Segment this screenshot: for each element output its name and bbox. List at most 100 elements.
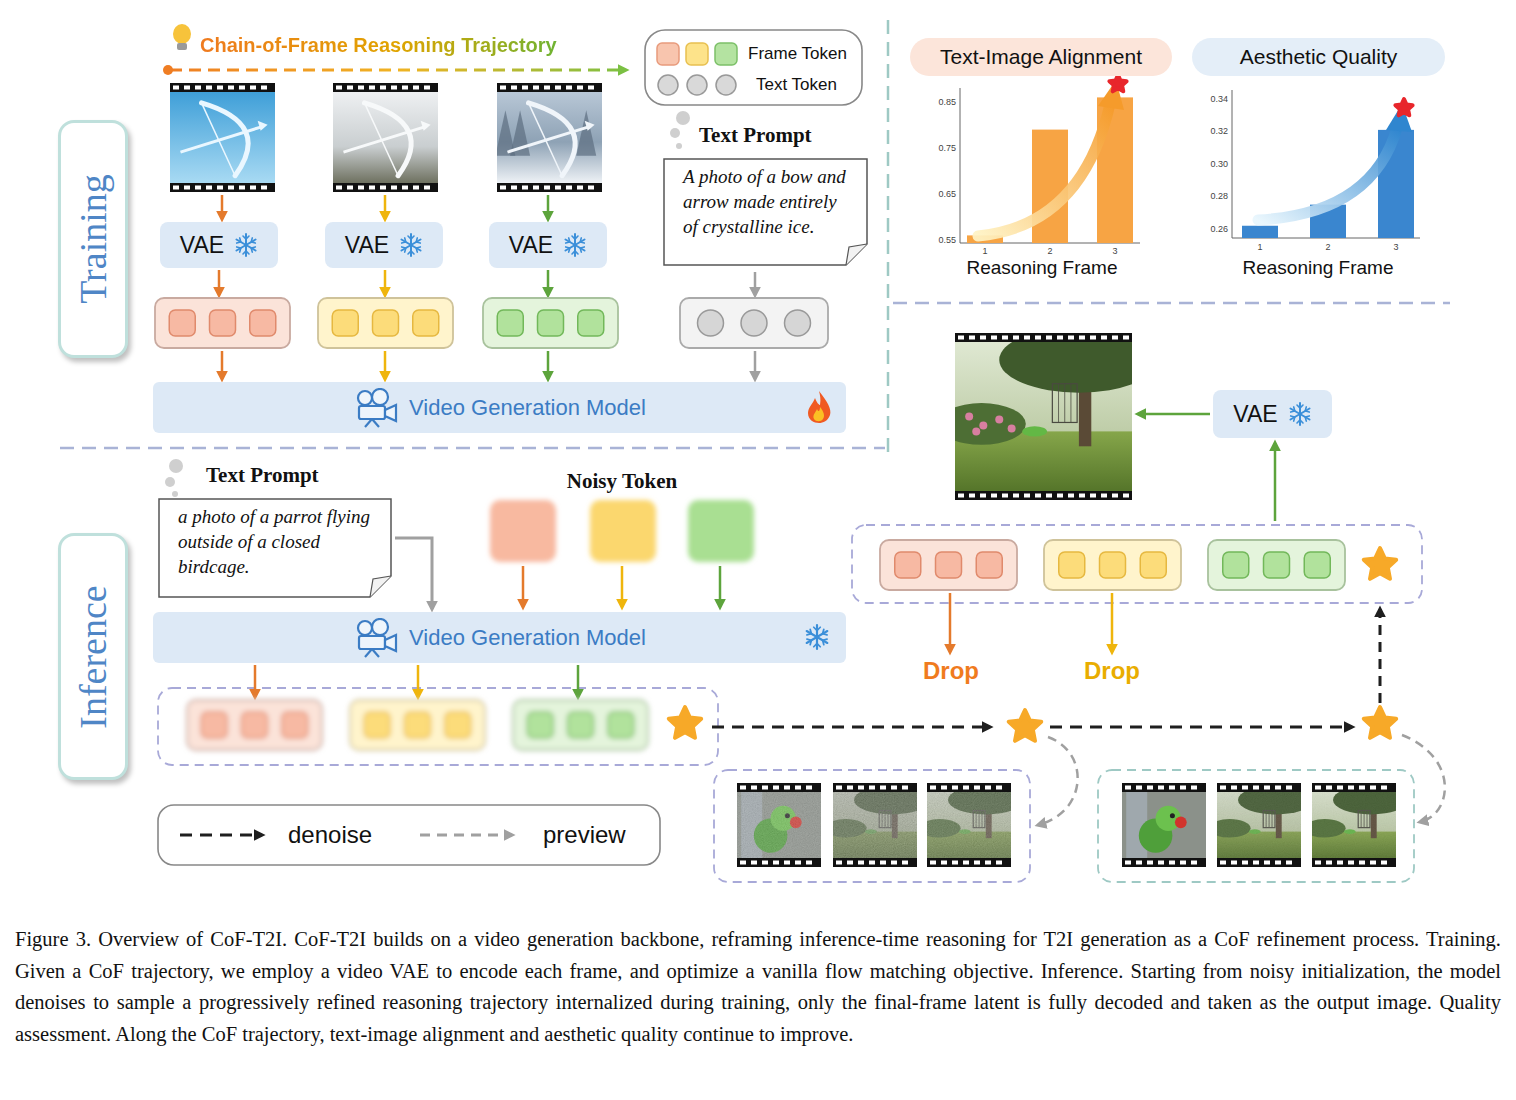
sprocket-hole (173, 186, 179, 190)
snowflake-branch (1303, 414, 1309, 421)
snowflake-branch (807, 629, 813, 636)
snowflake-branch (821, 629, 827, 636)
sprocket-hole (500, 186, 506, 190)
sprocket-hole (1123, 336, 1129, 340)
film-image (333, 92, 438, 183)
sprocket-hole (369, 186, 375, 190)
sprocket-hole (1180, 861, 1186, 865)
token-row (513, 700, 648, 750)
sprocket-hole (522, 186, 528, 190)
group-box (852, 525, 1422, 603)
snowflake-branch (572, 236, 578, 239)
film-image (497, 92, 602, 183)
sprocket-hole (555, 186, 561, 190)
photo-ground (333, 92, 438, 183)
film-image (1217, 792, 1301, 858)
preview-box (1098, 770, 1414, 882)
vae-box: VAE (325, 222, 443, 268)
snowflake-branch (237, 245, 243, 252)
sprocket-hole (1191, 861, 1197, 865)
sprocket-hole (784, 786, 790, 790)
sprocket-hole (1264, 861, 1270, 865)
ice-arrow (344, 127, 426, 152)
sprocket-hole (1220, 861, 1226, 865)
sprocket-hole (1381, 861, 1387, 865)
camera-body (359, 406, 385, 419)
sprocket-hole (391, 186, 397, 190)
sprocket-hole (1035, 494, 1041, 498)
sprocket-hole (577, 86, 583, 90)
token-row-box (680, 298, 828, 348)
model-bar: Video Generation Model (153, 612, 846, 663)
arrow (254, 665, 257, 697)
token-row (155, 298, 290, 348)
legend-sample (658, 75, 736, 95)
axis-title: Reasoning Frame (1242, 257, 1393, 279)
fire-icon (804, 390, 834, 424)
film-strip (1122, 783, 1206, 867)
sprocket-hole (869, 786, 875, 790)
sprocket-hole (391, 86, 397, 90)
birdcage (1052, 384, 1077, 423)
sprocket-hole (996, 861, 1002, 865)
snowflake-branch (408, 236, 414, 239)
box-label: VAE (345, 232, 389, 259)
film-strip (170, 83, 275, 192)
box-label: VAE (180, 232, 224, 259)
sprocket-hole (1002, 336, 1008, 340)
frame-token (1140, 552, 1166, 578)
arrow (547, 270, 550, 295)
snowflake-arm (805, 628, 819, 640)
film-frame (333, 83, 438, 192)
camera-reel (372, 619, 388, 635)
frame-token (1059, 552, 1085, 578)
frame-token-sample (657, 43, 679, 65)
sprocket-hole (930, 861, 936, 865)
sprocket-hole (424, 86, 430, 90)
axis (1232, 90, 1233, 238)
sprocket-hole (184, 186, 190, 190)
sprocket-hole (980, 336, 986, 340)
arrow (547, 351, 550, 379)
sprocket-hole (991, 336, 997, 340)
arrow (621, 566, 624, 607)
sprocket-hole (1013, 336, 1019, 340)
parrot-eye (1170, 813, 1175, 818)
snowflake-branch (415, 238, 421, 245)
sprocket-hole (980, 494, 986, 498)
sprocket-hole (880, 861, 886, 865)
sky (833, 792, 917, 858)
sprocket-hole (1125, 861, 1131, 865)
frame-token (568, 712, 594, 738)
token-row (1044, 540, 1181, 590)
sprocket-hole (974, 786, 980, 790)
sprocket-hole (522, 86, 528, 90)
sprocket-hole (1275, 861, 1281, 865)
token-row-box (1208, 540, 1345, 590)
sprocket-hole (250, 86, 256, 90)
token-row (1208, 540, 1345, 590)
sprocket-hole (891, 786, 897, 790)
sprocket-hole (239, 186, 245, 190)
ice-arrow (508, 127, 590, 152)
snowflake-branch (243, 236, 249, 239)
sprocket-hole (969, 494, 975, 498)
film-strip (497, 83, 602, 192)
film-image (1122, 792, 1206, 858)
sprocket-hole (1147, 786, 1153, 790)
frame-token (250, 310, 276, 336)
preview-arrow (1038, 737, 1078, 825)
bush (955, 403, 1026, 445)
legend-sample (657, 43, 737, 65)
film-frame (937, 327, 1158, 500)
token-row-box (187, 700, 322, 750)
film-strip (333, 83, 438, 192)
frame-token (445, 712, 471, 738)
drop-label: Drop (923, 657, 979, 685)
sprocket-hole (858, 861, 864, 865)
sprocket-hole (985, 861, 991, 865)
box-label: Video Generation Model (409, 625, 646, 651)
camera-reel (358, 391, 372, 405)
ice-arrow-head (585, 121, 595, 131)
sprocket-hole (952, 861, 958, 865)
